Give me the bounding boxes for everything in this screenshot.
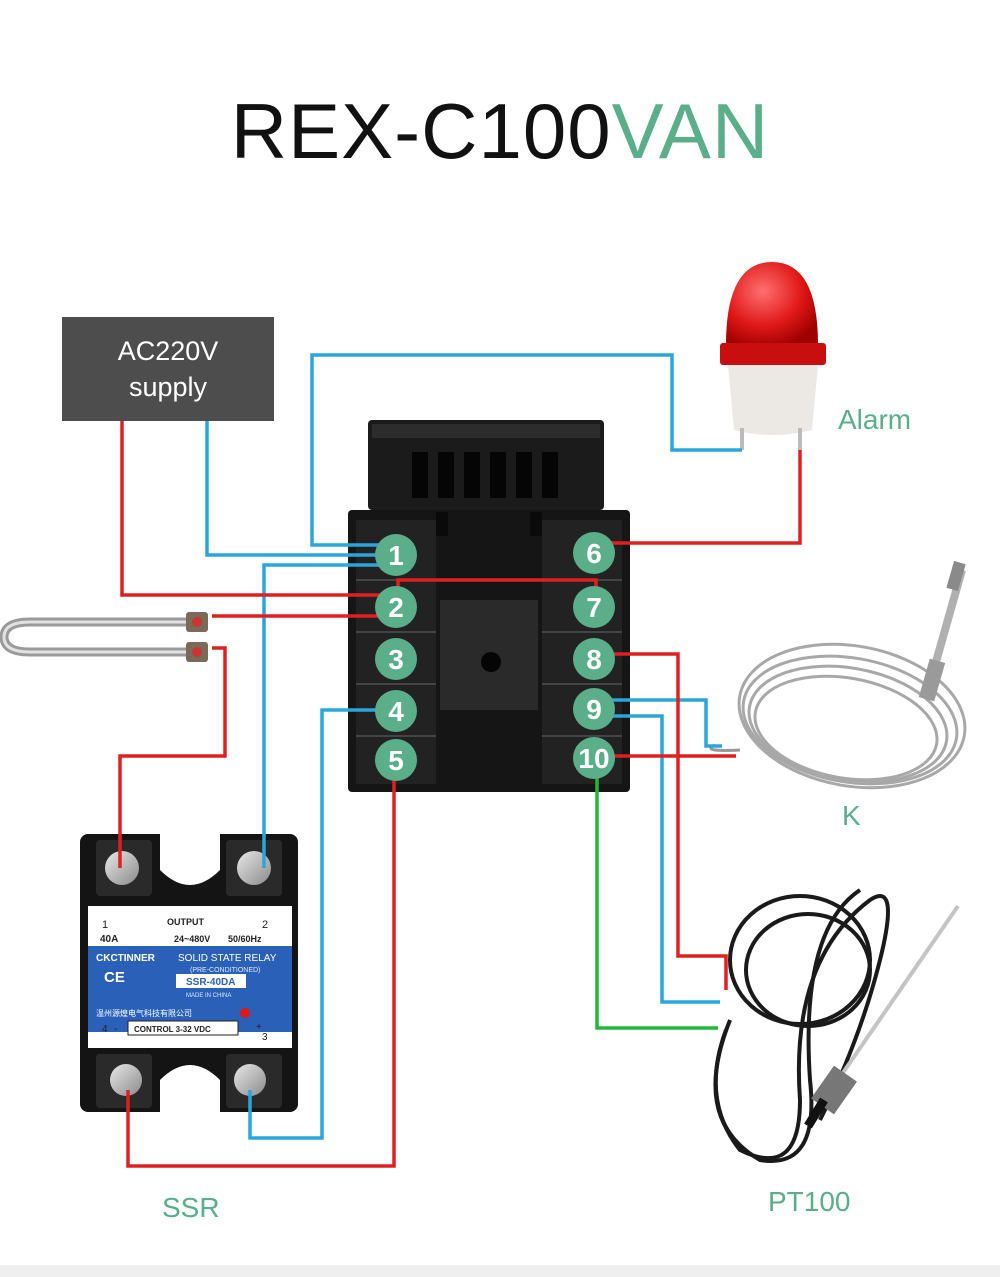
ssr-screw-terminals xyxy=(96,840,282,1108)
wire-heater-to-ssr-1 xyxy=(118,646,227,868)
ssr-model: SSR-40DA xyxy=(186,977,235,988)
pt100-label: PT100 xyxy=(768,1186,851,1217)
wire-t9-to-k xyxy=(610,698,722,748)
wire-t1-to-ssr-2 xyxy=(262,563,380,868)
wire-supply-n-to-t1 xyxy=(205,421,380,557)
wire-jumper-t2-t7 xyxy=(396,578,598,592)
wire-t5-to-ssr-minus xyxy=(126,778,396,1168)
page-title: REX-C100VAN xyxy=(0,92,1000,170)
ssr-type: SOLID STATE RELAY xyxy=(178,953,277,964)
wire-t4-to-ssr-plus xyxy=(248,708,380,1140)
terminal-8: 8 xyxy=(586,644,602,675)
pt100-probe xyxy=(713,888,960,1163)
ssr-t1: 1 xyxy=(102,919,108,931)
title-suffix: VAN xyxy=(611,87,770,175)
supply-line-1: AC220V xyxy=(117,336,219,366)
ssr-frequency: 50/60Hz xyxy=(228,934,262,944)
bottom-strip xyxy=(0,1265,1000,1277)
ssr-ce-mark: CE xyxy=(104,969,125,986)
alarm-label: Alarm xyxy=(838,404,912,435)
wire-supply-l-to-t2 xyxy=(120,421,380,597)
ssr-output-label: OUTPUT xyxy=(167,917,205,927)
k-thermocouple xyxy=(709,560,967,790)
terminal-9: 9 xyxy=(586,694,602,725)
terminal-3: 3 xyxy=(388,644,404,675)
wires xyxy=(118,353,802,1168)
wire-t9-to-pt100 xyxy=(610,714,720,1004)
alarm-lamp xyxy=(720,262,826,450)
ssr-relay: OUTPUT 1 2 40A 24~480V 50/60Hz CKCTINNER… xyxy=(80,834,298,1112)
ssr-preconditioned: (PRE-CONDITIONED) xyxy=(190,967,260,974)
ssr-t3: 3 xyxy=(262,1032,268,1043)
terminal-4: 4 xyxy=(388,696,404,727)
ssr-made-in: MADE IN CHINA xyxy=(186,993,231,999)
ssr-label: SSR xyxy=(162,1192,220,1223)
ssr-company: 温州源煌电气科技有限公司 xyxy=(96,1008,192,1018)
ac220v-supply-box: AC220V supply xyxy=(62,317,274,421)
wire-t10-to-pt100 xyxy=(595,778,718,1030)
ssr-voltage: 24~480V xyxy=(174,934,210,944)
terminal-7: 7 xyxy=(586,592,602,623)
terminal-5: 5 xyxy=(388,745,404,776)
title-model: REX-C100 xyxy=(230,87,612,175)
ssr-t2: 2 xyxy=(262,919,268,931)
ssr-t4: 4 xyxy=(102,1024,108,1035)
supply-line-2: supply xyxy=(128,372,208,402)
terminal-badges: 1 2 3 4 5 6 7 8 9 10 xyxy=(375,532,615,781)
ssr-minus: - xyxy=(114,1024,117,1035)
heater-element xyxy=(0,612,208,662)
terminal-2: 2 xyxy=(388,592,404,623)
wire-t1-to-alarm xyxy=(310,353,742,547)
terminal-6: 6 xyxy=(586,538,602,569)
wire-t8-to-pt100 xyxy=(610,652,728,990)
wire-alarm-to-t6 xyxy=(606,450,802,545)
k-thermocouple-label: K xyxy=(842,800,861,831)
terminal-10: 10 xyxy=(578,743,609,774)
ssr-plus: + xyxy=(256,1022,262,1033)
ssr-control-label: CONTROL 3-32 VDC xyxy=(134,1025,211,1034)
ssr-amps: 40A xyxy=(100,934,118,945)
ssr-brand: CKCTINNER xyxy=(96,953,156,964)
terminal-1: 1 xyxy=(388,540,404,571)
